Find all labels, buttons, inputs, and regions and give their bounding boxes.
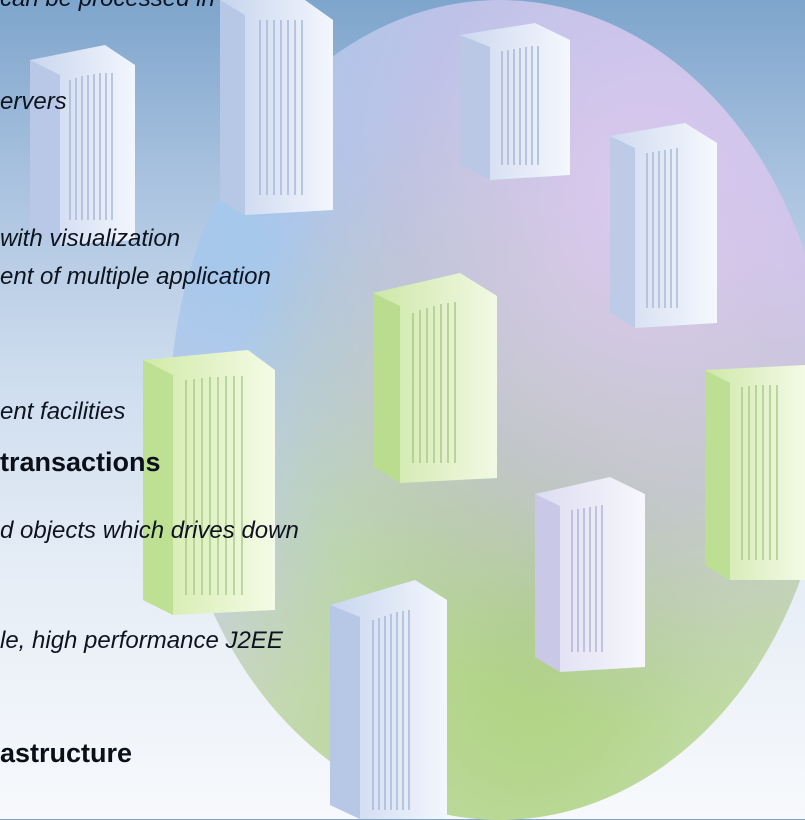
bullet-text: d objects which drives down	[0, 517, 299, 544]
bullet-text: can be processed in	[0, 0, 215, 13]
bullet-text: ent of multiple application	[0, 263, 271, 290]
server-icon	[205, 0, 335, 215]
bullet-text: ervers	[0, 88, 67, 115]
bullet-text: with visualization	[0, 225, 181, 252]
server-icon	[325, 575, 450, 819]
bullet-text: le, high performance J2EE	[0, 627, 283, 654]
server-icon	[10, 40, 140, 245]
server-icon	[450, 15, 575, 180]
section-heading: transactions	[0, 447, 161, 477]
bullet-text: ent facilities	[0, 398, 126, 425]
section-heading: astructure	[0, 738, 133, 768]
server-icon	[605, 118, 720, 328]
server-icon	[138, 345, 278, 615]
server-icon	[530, 472, 648, 672]
server-icon	[700, 355, 805, 580]
server-icon	[365, 268, 500, 483]
